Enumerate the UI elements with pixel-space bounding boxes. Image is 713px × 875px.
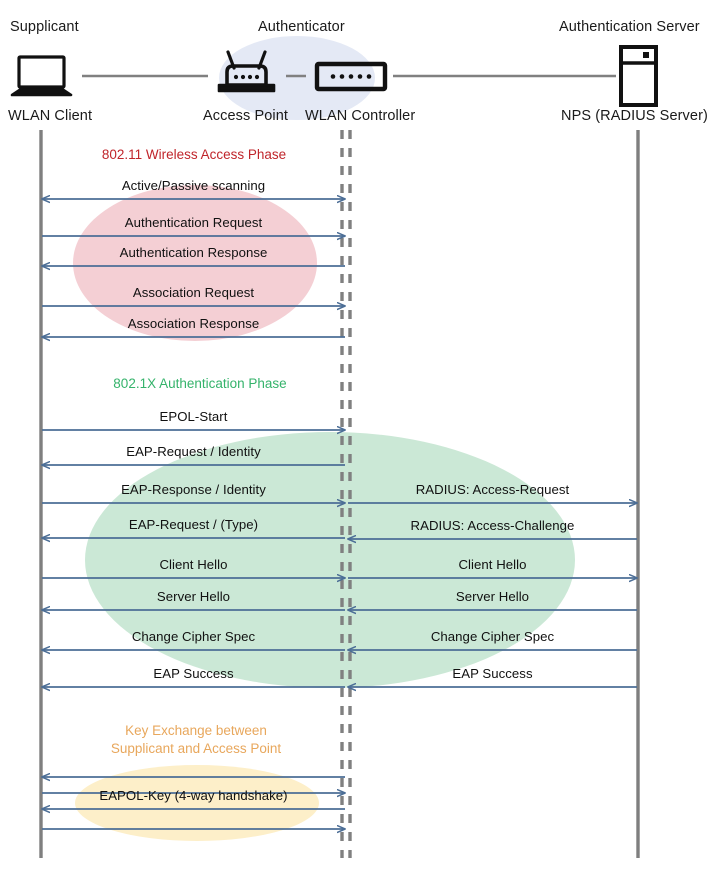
message-label-left-1: Authentication Request — [124, 215, 263, 230]
message-label-left-10: Server Hello — [156, 589, 231, 604]
message-label-left-3: Association Request — [132, 285, 255, 300]
message-label-right-2: Client Hello — [458, 557, 527, 572]
phase-8021x-ellipse — [85, 432, 575, 688]
phase-title-key-exchange-line2: Supplicant and Access Point — [110, 741, 282, 756]
server-tower-icon — [619, 45, 658, 107]
phase-key-exchange-ellipse — [75, 765, 319, 841]
phase-title-8021x: 802.1X Authentication Phase — [113, 376, 287, 391]
message-label-left-6: EAP-Request / Identity — [126, 444, 261, 459]
laptop-icon — [10, 55, 73, 97]
message-label-right-4: Change Cipher Spec — [430, 629, 555, 644]
authenticator-ellipse — [219, 36, 375, 120]
message-label-left-15: EAPOL-Key (4-way handshake) — [99, 788, 288, 803]
message-label-left-0: Active/Passive scanning — [121, 178, 266, 193]
phase-ellipses — [73, 36, 575, 841]
message-label-left-7: EAP-Response / Identity — [121, 482, 266, 497]
node-label-wlan-controller: WLAN Controller — [305, 108, 416, 124]
message-label-right-0: RADIUS: Access-Request — [415, 482, 570, 497]
phase-title-80211: 802.11 Wireless Access Phase — [101, 147, 287, 162]
node-label-nps-radius: NPS (RADIUS Server) — [561, 108, 708, 124]
node-role-auth-server: Authentication Server — [559, 19, 700, 35]
message-label-left-2: Authentication Response — [119, 245, 268, 260]
message-label-right-3: Server Hello — [455, 589, 530, 604]
message-arrows — [42, 199, 637, 829]
wireless-router-icon — [217, 50, 276, 93]
node-label-wlan-client: WLAN Client — [8, 108, 93, 124]
message-label-left-8: EAP-Request / (Type) — [128, 517, 259, 532]
message-label-left-4: Association Response — [127, 316, 260, 331]
message-label-left-9: Client Hello — [159, 557, 228, 572]
lifelines — [39, 130, 640, 858]
message-label-right-1: RADIUS: Access-Challenge — [410, 518, 575, 533]
node-label-access-point: Access Point — [203, 108, 289, 124]
phase-title-key-exchange-line1: Key Exchange between — [125, 723, 267, 738]
message-label-left-5: EPOL-Start — [159, 409, 228, 424]
network-switch-icon — [314, 61, 388, 92]
message-label-right-5: EAP Success — [452, 666, 533, 681]
node-role-authenticator: Authenticator — [258, 19, 345, 35]
phase-title-key-exchange: Key Exchange between Supplicant and Acce… — [90, 722, 302, 758]
phase-80211-ellipse — [73, 185, 317, 341]
node-role-supplicant: Supplicant — [10, 19, 79, 35]
message-label-left-12: EAP Success — [153, 666, 234, 681]
message-label-left-11: Change Cipher Spec — [131, 629, 256, 644]
